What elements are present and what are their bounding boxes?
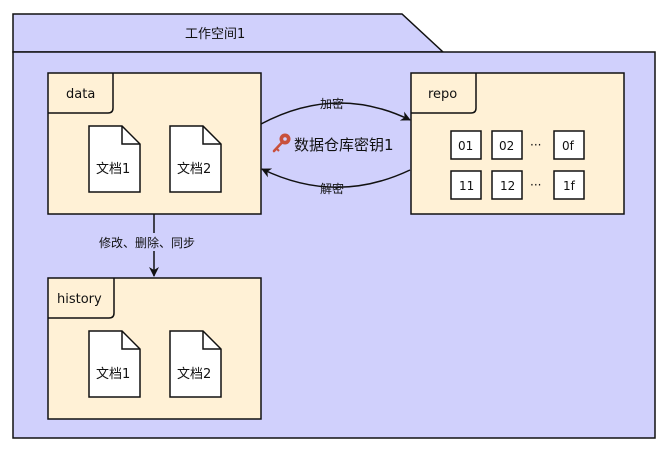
repo-chunk-label: 12 [500, 179, 515, 193]
document-icon: 文档2 [169, 330, 222, 398]
repo-chunk-row-1: 01 02 ··· 0f [450, 130, 585, 160]
document-icon: 文档2 [169, 125, 222, 193]
document-label: 文档1 [96, 162, 130, 177]
document-icon: 文档1 [88, 330, 141, 398]
repo-ellipsis: ··· [530, 138, 541, 152]
data-package: data 文档1 文档2 [47, 72, 262, 215]
document-label: 文档2 [177, 162, 211, 177]
repo-chunk [491, 130, 523, 160]
repo-chunk-label: 01 [458, 139, 473, 153]
repo-chunk-label: 0f [562, 139, 575, 153]
workspace-title: 工作空间1 [185, 27, 245, 42]
repo-chunk [450, 130, 482, 160]
encrypt-label: 加密 [320, 96, 344, 111]
modify-edge: 修改、删除、同步 [94, 214, 216, 277]
data-package-label: data [66, 87, 95, 102]
decrypt-edge: 解密 [261, 168, 411, 196]
document-label: 文档1 [96, 367, 130, 382]
repo-chunk-label: 11 [459, 179, 474, 193]
decrypt-label: 解密 [320, 181, 344, 196]
repo-chunk-label: 1f [563, 179, 576, 193]
history-package: history 文档1 文档2 [47, 277, 262, 420]
repo-chunk [553, 170, 585, 200]
history-package-label: history [57, 292, 102, 307]
repo-chunk [553, 130, 585, 160]
repo-key-text: 数据仓库密钥1 [294, 136, 394, 154]
repo-package-label: repo [428, 87, 457, 102]
repo-chunk-label: 02 [499, 139, 514, 153]
repo-chunk [450, 170, 482, 200]
repo-key-label: 数据仓库密钥1 [272, 133, 394, 154]
repo-chunk-row-2: 11 12 ··· 1f [450, 170, 585, 200]
encrypt-edge: 加密 [260, 96, 411, 125]
repo-package: repo 01 02 ··· 0f 11 12 ··· 1f [410, 72, 625, 215]
modify-label: 修改、删除、同步 [99, 235, 195, 250]
document-label: 文档2 [177, 367, 211, 382]
repo-chunk [491, 170, 523, 200]
modify-label-bg [94, 233, 216, 251]
repo-ellipsis: ··· [530, 178, 541, 192]
key-icon [272, 133, 291, 153]
document-icon: 文档1 [88, 125, 141, 193]
